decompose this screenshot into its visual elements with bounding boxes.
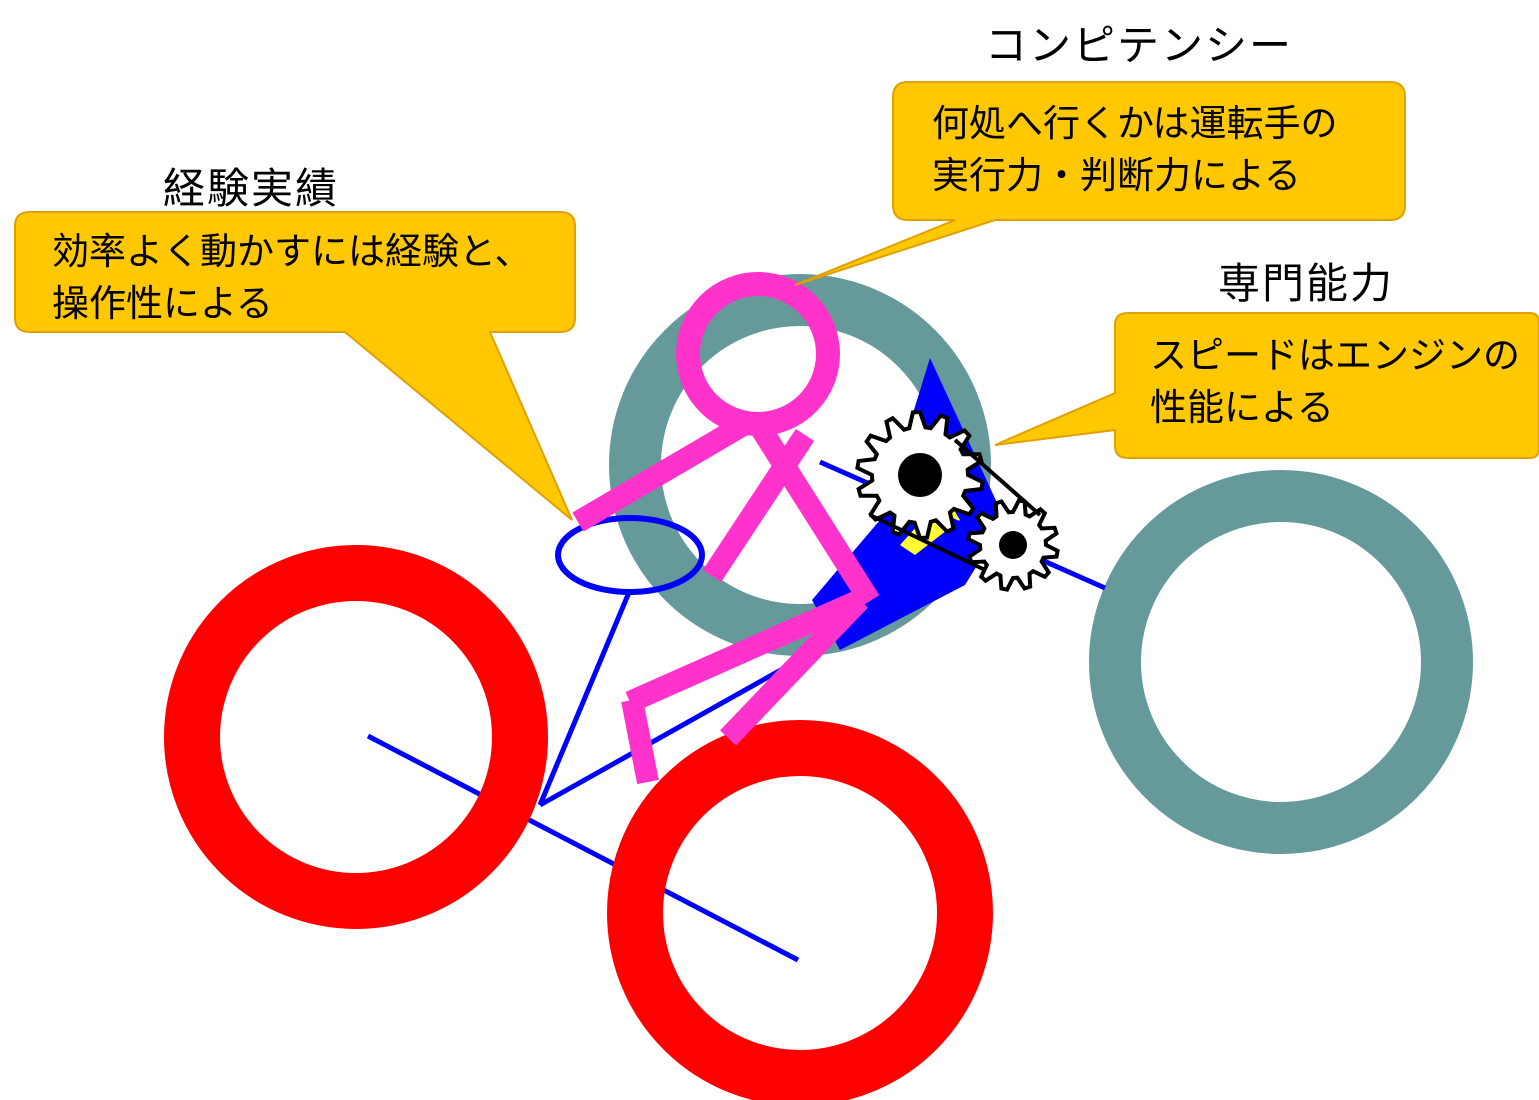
- experience-line-2: 操作性による: [52, 282, 273, 325]
- gear-hub: [999, 531, 1027, 559]
- small-gear-icon: [966, 498, 1060, 592]
- heading-experience: 経験実績: [163, 164, 340, 213]
- gear-hub: [898, 453, 942, 497]
- expertise-callout-text: スピードはエンジンの 性能による: [1150, 330, 1520, 434]
- experience-line-1: 効率よく動かすには経験と、: [52, 230, 532, 273]
- competency-line-1: 何処へ行くかは運転手の: [932, 102, 1338, 145]
- bicycle-frame: [366, 459, 1107, 963]
- heading-expertise: 専門能力: [1218, 259, 1395, 308]
- large-gear-icon: [855, 409, 985, 541]
- rider-figure: [572, 272, 880, 785]
- competency-callout-text: 何処へ行くかは運転手の 実行力・判断力による: [932, 98, 1338, 202]
- teal-wheel-right: [1089, 470, 1473, 854]
- competency-line-2: 実行力・判断力による: [932, 154, 1301, 197]
- experience-callout: [14, 211, 576, 521]
- competency-callout: [794, 81, 1406, 286]
- expertise-callout: [994, 312, 1539, 459]
- experience-callout-text: 効率よく動かすには経験と、 操作性による: [52, 226, 532, 330]
- gear-chain: [869, 438, 1042, 572]
- expertise-line-1: スピードはエンジンの: [1150, 334, 1520, 377]
- heading-competency: コンピテンシー: [985, 21, 1294, 70]
- red-wheel-right: [607, 720, 993, 1100]
- expertise-line-2: 性能による: [1150, 386, 1334, 429]
- red-wheel-left: [164, 545, 548, 929]
- handlebar-ellipse: [555, 515, 705, 595]
